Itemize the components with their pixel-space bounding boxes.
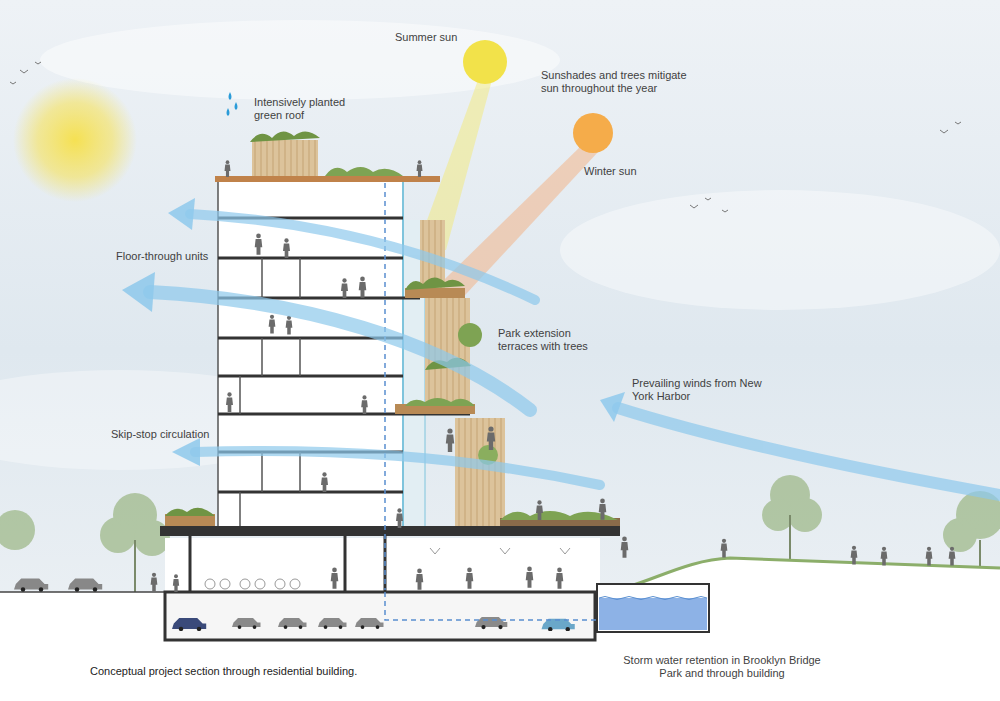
callout-label: Summer sun xyxy=(395,31,457,44)
callout-label: Storm water retention in Brooklyn Bridge… xyxy=(622,654,822,680)
figure-caption: Conceptual project section through resid… xyxy=(90,665,357,678)
callout-label: Park extension terraces with trees xyxy=(498,327,608,353)
callout-label: Sunshades and trees mitigate sun through… xyxy=(541,69,706,95)
callout-label: Skip-stop circulation xyxy=(111,428,209,441)
callout-label: Winter sun xyxy=(584,165,637,178)
callout-label: Intensively planted green roof xyxy=(254,96,364,122)
callout-label: Floor-through units xyxy=(116,250,208,263)
callout-label: Prevailing winds from New York Harbor xyxy=(632,377,762,403)
